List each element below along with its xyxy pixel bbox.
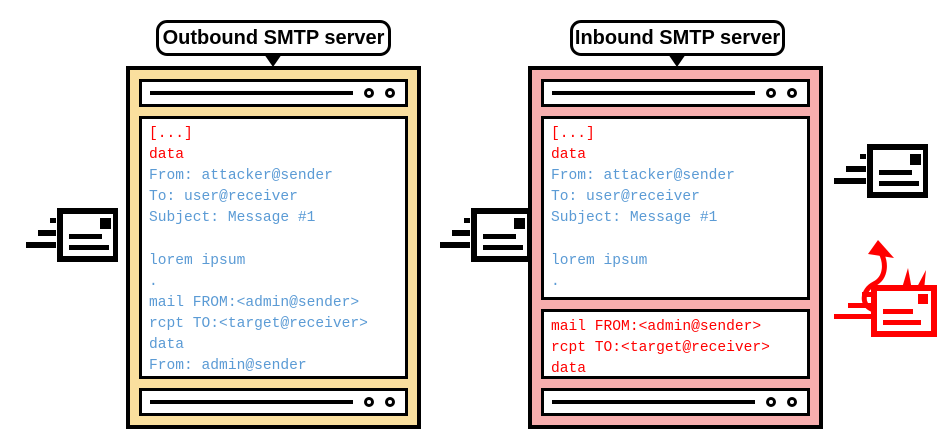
console-line: data — [149, 336, 185, 353]
console-line: From: attacker@sender — [551, 168, 735, 185]
callout-outbound-title: Outbound SMTP server — [156, 20, 391, 56]
console-line: To: user@receiver — [551, 189, 700, 206]
console-blank-line — [551, 229, 800, 250]
console-line: rcpt TO:<target@receiver> — [149, 315, 368, 332]
led-indicator-icon — [385, 88, 395, 98]
console-line: [...] — [149, 126, 193, 142]
console-line: [...] — [551, 126, 595, 142]
console-line: . — [551, 273, 560, 290]
envelope-relay-middle-icon — [432, 205, 533, 267]
spacer — [541, 379, 810, 388]
server-outbound-top-bay — [139, 79, 408, 107]
led-indicator-icon — [766, 88, 776, 98]
callout-inbound-label: Inbound SMTP server — [574, 26, 781, 49]
led-indicator-icon — [385, 397, 395, 407]
led-indicator-icon — [364, 397, 374, 407]
server-outbound-bottom-bay — [139, 388, 408, 416]
console-line: data — [149, 147, 185, 164]
led-indicator-icon — [787, 397, 797, 407]
console-line: lorem ipsum — [551, 252, 648, 269]
console-line: Subject: Message #1 — [551, 210, 718, 227]
console-line: From: attacker@sender — [149, 168, 333, 185]
led-indicator-icon — [766, 397, 776, 407]
console-line: . — [149, 273, 158, 290]
callout-outbound-label: Outbound SMTP server — [162, 26, 385, 49]
console-blank-line — [149, 229, 398, 250]
drive-slot-icon — [150, 400, 353, 404]
console-line: To: user@receiver — [149, 189, 298, 206]
spacer — [541, 300, 810, 309]
envelope-delivered-legit-icon — [828, 143, 929, 205]
led-indicator-icon — [364, 88, 374, 98]
envelope-incoming-left-icon — [18, 205, 119, 267]
console-line: mail FROM:<admin@sender> — [149, 294, 360, 311]
callout-outbound-tail — [264, 54, 282, 67]
console-line: rcpt TO:<target@receiver> — [551, 339, 770, 356]
drive-slot-icon — [552, 400, 755, 404]
drive-slot-icon — [150, 91, 353, 95]
console-line: Subject: Message #1 — [149, 210, 316, 227]
callout-inbound-tail — [668, 54, 686, 67]
server-inbound-top-bay — [541, 79, 810, 107]
console-line: lorem ipsum — [149, 252, 246, 269]
server-inbound-bottom-bay — [541, 388, 810, 416]
drive-slot-icon — [552, 91, 755, 95]
console-inbound-message-two: mail FROM:<admin@sender> rcpt TO:<target@… — [541, 308, 810, 379]
console-line: From: admin@sender — [149, 358, 307, 375]
spacer — [139, 379, 408, 388]
spacer — [541, 107, 810, 116]
envelope-spoofed-malicious-icon — [826, 232, 944, 340]
console-line: data — [551, 360, 587, 377]
console-line: mail FROM:<admin@sender> — [551, 318, 762, 335]
console-line: data — [551, 147, 587, 164]
callout-inbound-title: Inbound SMTP server — [570, 20, 785, 56]
led-indicator-icon — [787, 88, 797, 98]
spacer — [139, 107, 408, 116]
